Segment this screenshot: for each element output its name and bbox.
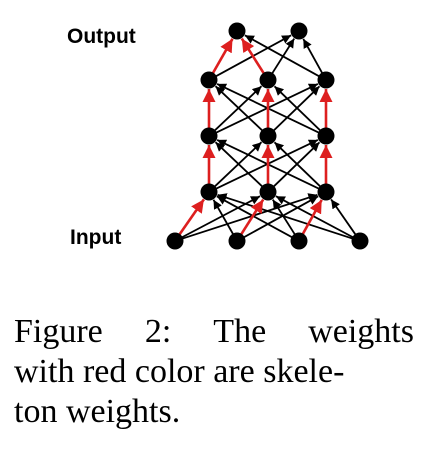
skeleton-weight-edge xyxy=(239,198,265,236)
figure-caption: Figure 2: The weights with red color are sk… xyxy=(14,312,414,432)
neuron-nodes xyxy=(166,22,369,250)
weight-edge xyxy=(302,38,324,74)
weight-edge xyxy=(217,193,354,240)
weight-edge xyxy=(212,199,235,235)
input-node xyxy=(290,232,308,250)
weight-edge xyxy=(330,198,357,236)
input-node xyxy=(228,232,246,250)
caption-word: 2: xyxy=(144,313,172,350)
hidden-2-node xyxy=(259,127,277,145)
weight-edge xyxy=(244,34,320,78)
weight-edge xyxy=(214,85,264,132)
neural-network-diagram: Output Input xyxy=(67,22,369,250)
weight-edge xyxy=(181,193,318,240)
weight-edge xyxy=(275,195,354,239)
input-node xyxy=(351,232,369,250)
output-node xyxy=(228,22,246,40)
caption-word: The xyxy=(213,313,267,350)
caption-line-3: ton weights. xyxy=(14,393,181,430)
skeleton-weight-edge xyxy=(301,199,323,236)
weight-edge xyxy=(243,195,319,239)
skeleton-weight-edge xyxy=(240,37,266,75)
hidden-1-node xyxy=(259,183,277,201)
hidden-1-node xyxy=(317,183,335,201)
skeleton-weight-edge xyxy=(178,198,205,236)
hidden-3-node xyxy=(259,71,277,89)
output-node xyxy=(290,22,308,40)
skeleton-weight-edge xyxy=(211,38,234,75)
hidden-1-node xyxy=(200,183,218,201)
weight-edge xyxy=(214,141,264,188)
input-node xyxy=(166,232,184,250)
caption-line-1: Figure 2: The weights xyxy=(14,312,414,352)
weight-edges xyxy=(178,34,357,240)
hidden-3-node xyxy=(317,71,335,89)
caption-word: weights xyxy=(308,313,414,350)
caption-line-2: with red color are skele- xyxy=(14,353,345,390)
hidden-2-node xyxy=(200,127,218,145)
hidden-2-node xyxy=(317,127,335,145)
output-label: Output xyxy=(67,25,136,48)
weight-edge xyxy=(273,141,322,188)
caption-word: Figure xyxy=(14,313,103,350)
input-label: Input xyxy=(70,226,121,249)
weight-edge xyxy=(273,85,322,132)
weight-edge xyxy=(181,195,261,239)
hidden-3-node xyxy=(200,71,218,89)
weight-edge xyxy=(216,195,293,239)
